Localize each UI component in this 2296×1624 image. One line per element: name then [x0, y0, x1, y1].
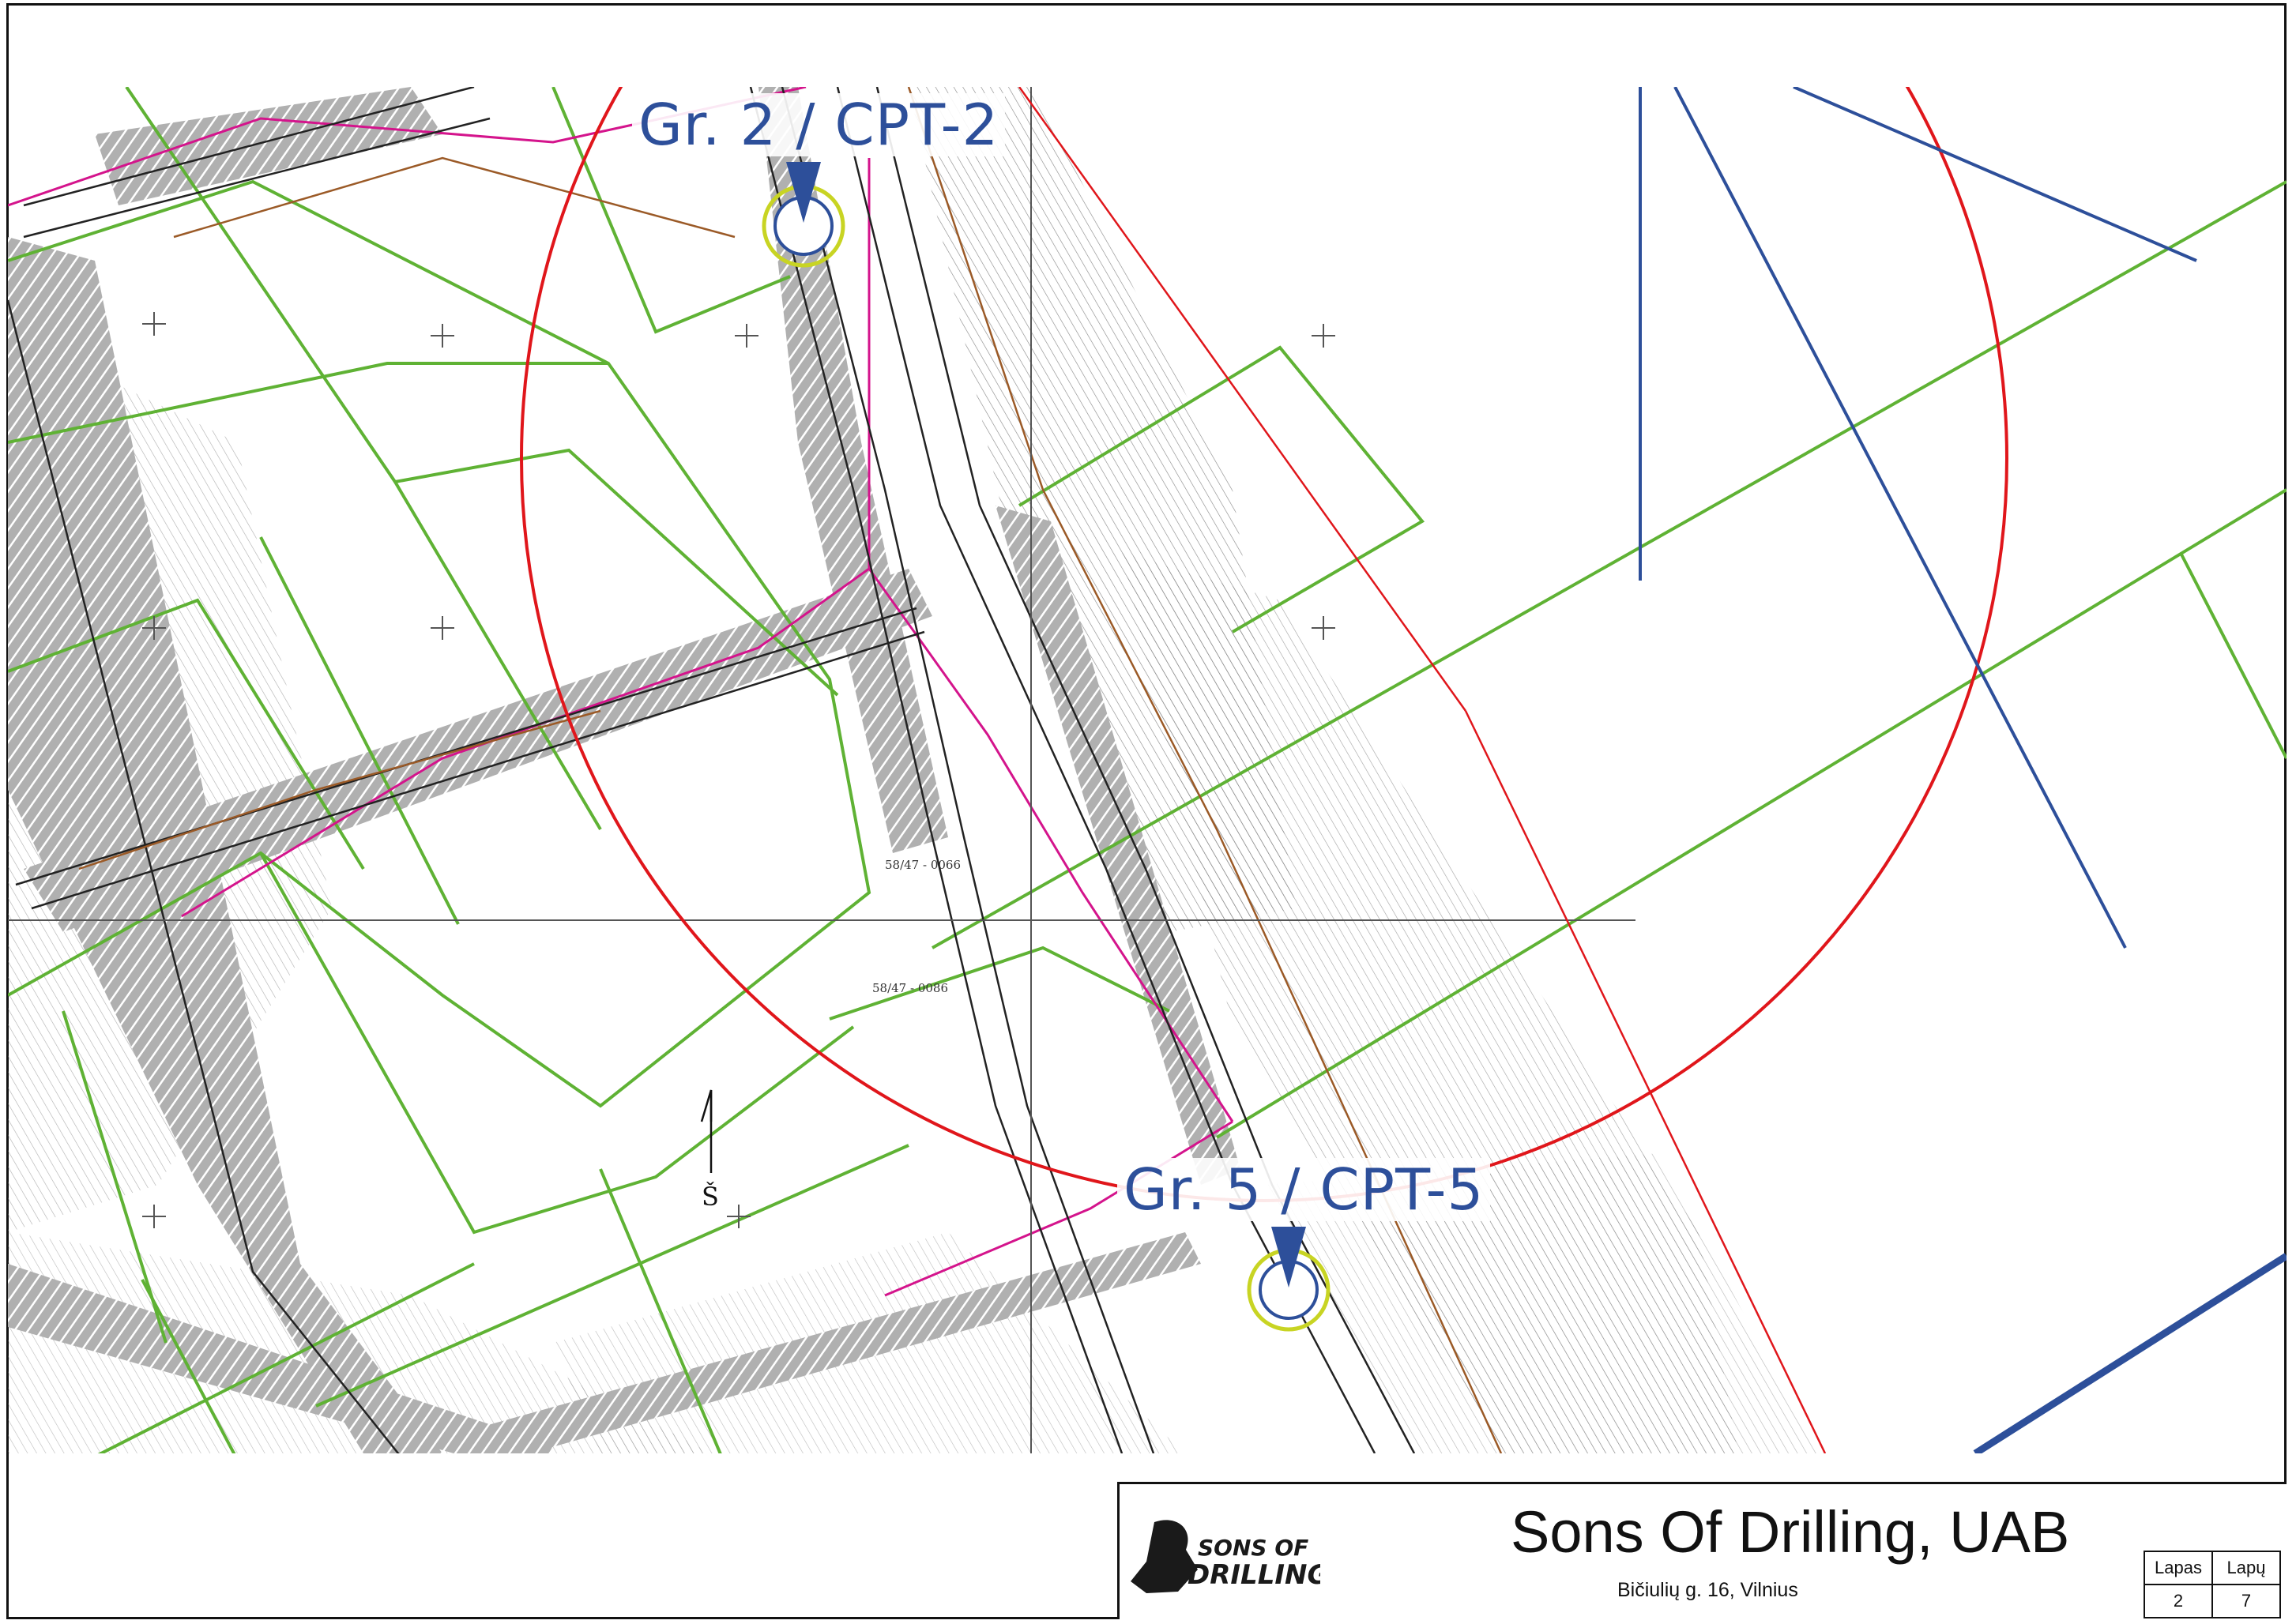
- sheets-total: 7: [2211, 1584, 2281, 1618]
- sheets-total-header: Lapų: [2211, 1551, 2281, 1585]
- logo-text-bottom: DRILLING: [1188, 1559, 1320, 1591]
- company-name: Sons Of Drilling, UAB: [1511, 1499, 2070, 1565]
- sheet-header: Lapas: [2144, 1551, 2213, 1585]
- title-block: SONS OF DRILLING Sons Of Drilling, UAB B…: [1117, 1482, 2287, 1619]
- borehole-marker-2: [762, 162, 845, 268]
- parcel-boundaries: [8, 87, 2287, 1453]
- sheet-number: 2: [2144, 1584, 2213, 1618]
- logo-text-top: SONS OF: [1198, 1535, 1308, 1561]
- contour-accents: [78, 87, 1503, 1453]
- north-label: Š: [702, 1182, 719, 1212]
- marker-label-cpt2: Gr. 2 / CPT-2: [632, 93, 1006, 156]
- company-address: Bičiulių g. 16, Vilnius: [1617, 1579, 1798, 1601]
- parcel-label: 58/47 - 0066: [885, 858, 962, 872]
- sheet-number-table: Lapas Lapų 2 7: [2144, 1551, 2281, 1618]
- survey-lines: [1639, 87, 2287, 1453]
- parcel-label: 58/47 - 0086: [872, 981, 949, 995]
- north-arrow-icon: [700, 1089, 713, 1173]
- company-logo: SONS OF DRILLING: [1131, 1520, 1320, 1593]
- marker-label-cpt5: Gr. 5 / CPT-5: [1117, 1158, 1491, 1221]
- borehole-marker-5: [1247, 1227, 1331, 1332]
- grid-crosses: [8, 87, 1635, 1453]
- logo-figure-icon: [1131, 1520, 1198, 1593]
